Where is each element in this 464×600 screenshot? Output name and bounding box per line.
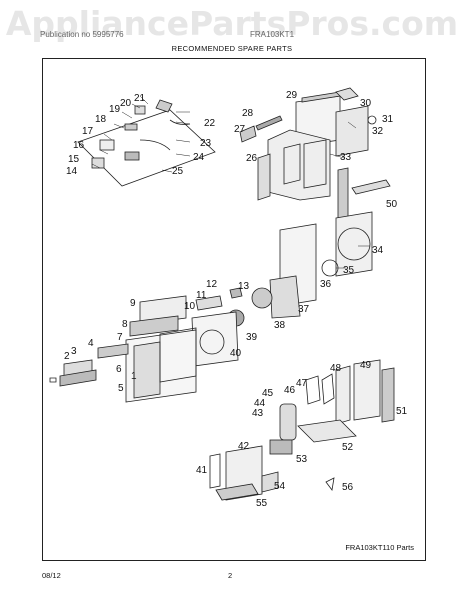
part-label-54: 54 [274, 481, 286, 492]
part-label-51: 51 [396, 406, 408, 417]
part-label-35: 35 [343, 265, 355, 276]
part-label-8: 8 [122, 319, 128, 330]
model-header: FRA103KT1 [250, 30, 295, 39]
part-label-46: 46 [284, 385, 296, 396]
part-label-9: 9 [130, 298, 136, 309]
part-label-2: 2 [64, 351, 70, 362]
part-label-25: 25 [172, 166, 184, 177]
publication-number: Publication no 5995776 [40, 30, 124, 39]
part-label-10: 10 [184, 301, 196, 312]
part-label-22: 22 [204, 118, 216, 129]
part-label-48: 48 [330, 363, 342, 374]
part-label-53: 53 [296, 454, 308, 465]
part-label-23: 23 [200, 138, 212, 149]
part-label-6: 6 [116, 364, 122, 375]
part-label-12: 12 [206, 279, 218, 290]
part-label-37: 37 [298, 304, 310, 315]
part-label-16: 16 [73, 140, 85, 151]
part-label-41: 41 [196, 465, 208, 476]
part-label-24: 24 [193, 152, 205, 163]
part-label-19: 19 [109, 104, 121, 115]
page-number: 2 [228, 571, 233, 580]
part-label-3: 3 [71, 346, 77, 357]
part-label-56: 56 [342, 482, 354, 493]
part-label-4: 4 [88, 338, 94, 349]
part-label-13: 13 [238, 281, 250, 292]
part-label-33: 33 [340, 152, 352, 163]
part-label-40: 40 [230, 348, 242, 359]
part-label-20: 20 [120, 98, 132, 109]
part-label-31: 31 [382, 114, 394, 125]
part-label-28: 28 [242, 108, 254, 119]
footer-date: 08/12 [42, 571, 61, 580]
part-label-18: 18 [95, 114, 107, 125]
part-label-38: 38 [274, 320, 286, 331]
watermark: AppliancePartsPros.com [5, 4, 459, 43]
part-label-39: 39 [246, 332, 258, 343]
model-parts-label: FRA103KT110 Parts [345, 543, 414, 552]
part-label-1: 1 [131, 371, 137, 382]
part-label-26: 26 [246, 153, 258, 164]
part-label-17: 17 [82, 126, 94, 137]
part-label-15: 15 [68, 154, 80, 165]
control-box-outline [77, 109, 216, 187]
part-label-5: 5 [118, 383, 124, 394]
part-label-45: 45 [262, 388, 274, 399]
part-label-44: 44 [254, 398, 266, 409]
part-label-14: 14 [66, 166, 78, 177]
part-label-47: 47 [296, 378, 308, 389]
part-label-21: 21 [134, 93, 146, 104]
part-label-32: 32 [372, 126, 384, 137]
part-label-30: 30 [360, 98, 372, 109]
part-label-55: 55 [256, 498, 268, 509]
part-label-29: 29 [286, 90, 298, 101]
part-label-52: 52 [342, 442, 354, 453]
part-label-42: 42 [238, 441, 250, 452]
part-label-43: 43 [252, 408, 264, 419]
part-label-36: 36 [320, 279, 332, 290]
part-label-27: 27 [234, 124, 246, 135]
page-subtitle: RECOMMENDED SPARE PARTS [171, 44, 293, 53]
part-label-34: 34 [372, 245, 384, 256]
part-label-7: 7 [117, 332, 123, 343]
part-label-49: 49 [360, 360, 372, 371]
part-label-11: 11 [196, 290, 207, 301]
diagram-frame [42, 58, 426, 561]
part-label-50: 50 [386, 199, 398, 210]
